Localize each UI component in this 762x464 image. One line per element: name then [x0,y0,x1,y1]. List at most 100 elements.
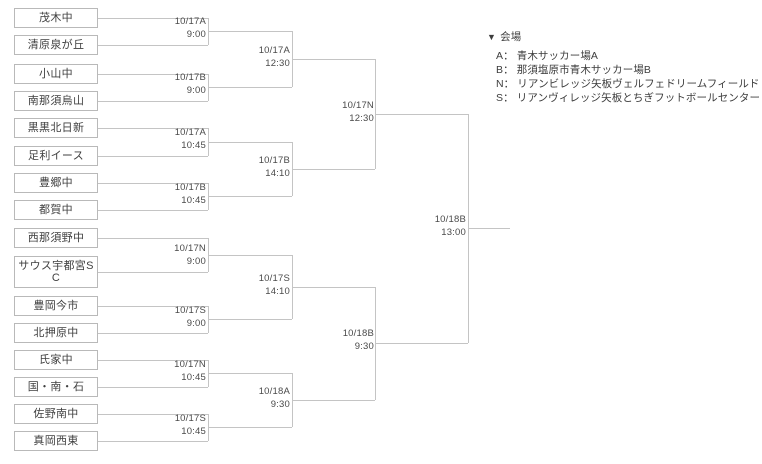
team-box[interactable]: サウス宇都宮SC [14,256,98,288]
match-label: 10/18B 9:30 [316,327,374,353]
match-time: 9:30 [354,341,374,352]
bracket-line [98,74,208,75]
match-time: 12:30 [349,113,374,124]
team-box[interactable]: 都賀中 [14,200,98,220]
bracket-line [98,156,208,157]
team-name: 佐野南中 [33,408,79,420]
match-time: 14:10 [265,286,290,297]
bracket-line [314,59,375,60]
bracket-line [230,319,292,320]
match-date: 10/17B [174,182,206,193]
venue-key: S： [496,92,514,104]
venue-row: A：青木サッカー場A [487,49,755,63]
match-label: 10/17B 9:00 [148,71,206,97]
bracket-line [314,400,375,401]
venue-row: B：那須塩原市青木サッカー場B [487,63,755,77]
team-box[interactable]: 氏家中 [14,350,98,370]
bracket-line [208,87,230,88]
bracket-line [397,114,468,115]
team-box[interactable]: 国・南・石 [14,377,98,397]
bracket-line [98,128,208,129]
bracket-line [98,18,208,19]
bracket-line [98,441,208,442]
bracket-line [98,45,208,46]
bracket-line [98,272,208,273]
team-box[interactable]: 西那須野中 [14,228,98,248]
bracket-line [208,427,230,428]
team-name: 小山中 [39,68,73,80]
match-label-final: 10/18B 13:00 [408,213,466,239]
team-box[interactable]: 黒黒北日新 [14,118,98,138]
bracket-line [230,196,292,197]
venue-row: N：リアンビレッジ矢板ヴェルフェドリームフィールド [487,77,759,91]
venue-key: B： [496,64,514,76]
bracket-line [98,360,208,361]
bracket-line [208,196,230,197]
bracket-line [98,333,208,334]
team-name: 都賀中 [39,204,73,216]
match-date: 10/18B [434,214,466,225]
bracket-line [230,373,292,374]
triangle-down-icon: ▼ [487,32,497,42]
team-box[interactable]: 清原泉が丘 [14,35,98,55]
bracket-line [230,87,292,88]
match-label: 10/17N 9:00 [148,242,206,268]
bracket-line [208,255,230,256]
match-label: 10/17A 12:30 [232,44,290,70]
team-name: 清原泉が丘 [27,39,85,51]
venue-legend-title: ▼会場 [487,30,755,45]
bracket-line [314,287,375,288]
match-time: 9:00 [186,318,206,329]
team-box[interactable]: 真岡西東 [14,431,98,451]
match-time: 10:45 [181,372,206,383]
team-box[interactable]: 茂木中 [14,8,98,28]
team-box[interactable]: 南那須烏山 [14,91,98,111]
match-time: 14:10 [265,168,290,179]
team-box[interactable]: 豊岡今市 [14,296,98,316]
bracket-line [230,427,292,428]
venue-name: 青木サッカー場A [516,50,599,62]
bracket-line [98,387,208,388]
bracket-line [397,343,468,344]
match-label: 10/18A 9:30 [232,385,290,411]
bracket-line [98,210,208,211]
bracket-line [468,228,510,229]
bracket-line [208,142,230,143]
team-name: 豊岡今市 [33,300,79,312]
team-box[interactable]: 小山中 [14,64,98,84]
match-time: 10:45 [181,140,206,151]
venue-legend: ▼会場 A：青木サッカー場A B：那須塩原市青木サッカー場B N：リアンビレッジ… [487,30,760,105]
match-date: 10/18A [258,386,290,397]
match-date: 10/17A [258,45,290,56]
bracket-line [98,238,208,239]
bracket-line [292,287,314,288]
team-name: 国・南・石 [27,381,85,393]
bracket-line [292,400,314,401]
bracket-line [208,31,230,32]
bracket-line [230,31,292,32]
team-box[interactable]: 豊郷中 [14,173,98,193]
team-box[interactable]: 北押原中 [14,323,98,343]
bracket-line [208,373,230,374]
match-date: 10/17S [174,413,206,424]
bracket-line [230,255,292,256]
team-name: 豊郷中 [39,177,73,189]
venue-name: リアンビレッジ矢板ヴェルフェドリームフィールド [517,78,760,90]
match-time: 9:00 [186,85,206,96]
team-box[interactable]: 佐野南中 [14,404,98,424]
venue-name: リアンヴィレッジ矢板とちぎフットボールセンター [516,92,761,104]
match-label: 10/17B 10:45 [148,181,206,207]
bracket-line [292,169,314,170]
match-time: 9:00 [186,256,206,267]
match-time: 12:30 [265,58,290,69]
venue-key: N： [496,78,515,90]
match-label: 10/17A 9:00 [148,15,206,41]
match-time: 13:00 [441,227,466,238]
match-label: 10/17B 14:10 [232,154,290,180]
match-time: 10:45 [181,426,206,437]
team-box[interactable]: 足利イース [14,146,98,166]
team-name: 南那須烏山 [27,95,85,107]
match-label: 10/17S 9:00 [148,304,206,330]
bracket-line [98,101,208,102]
